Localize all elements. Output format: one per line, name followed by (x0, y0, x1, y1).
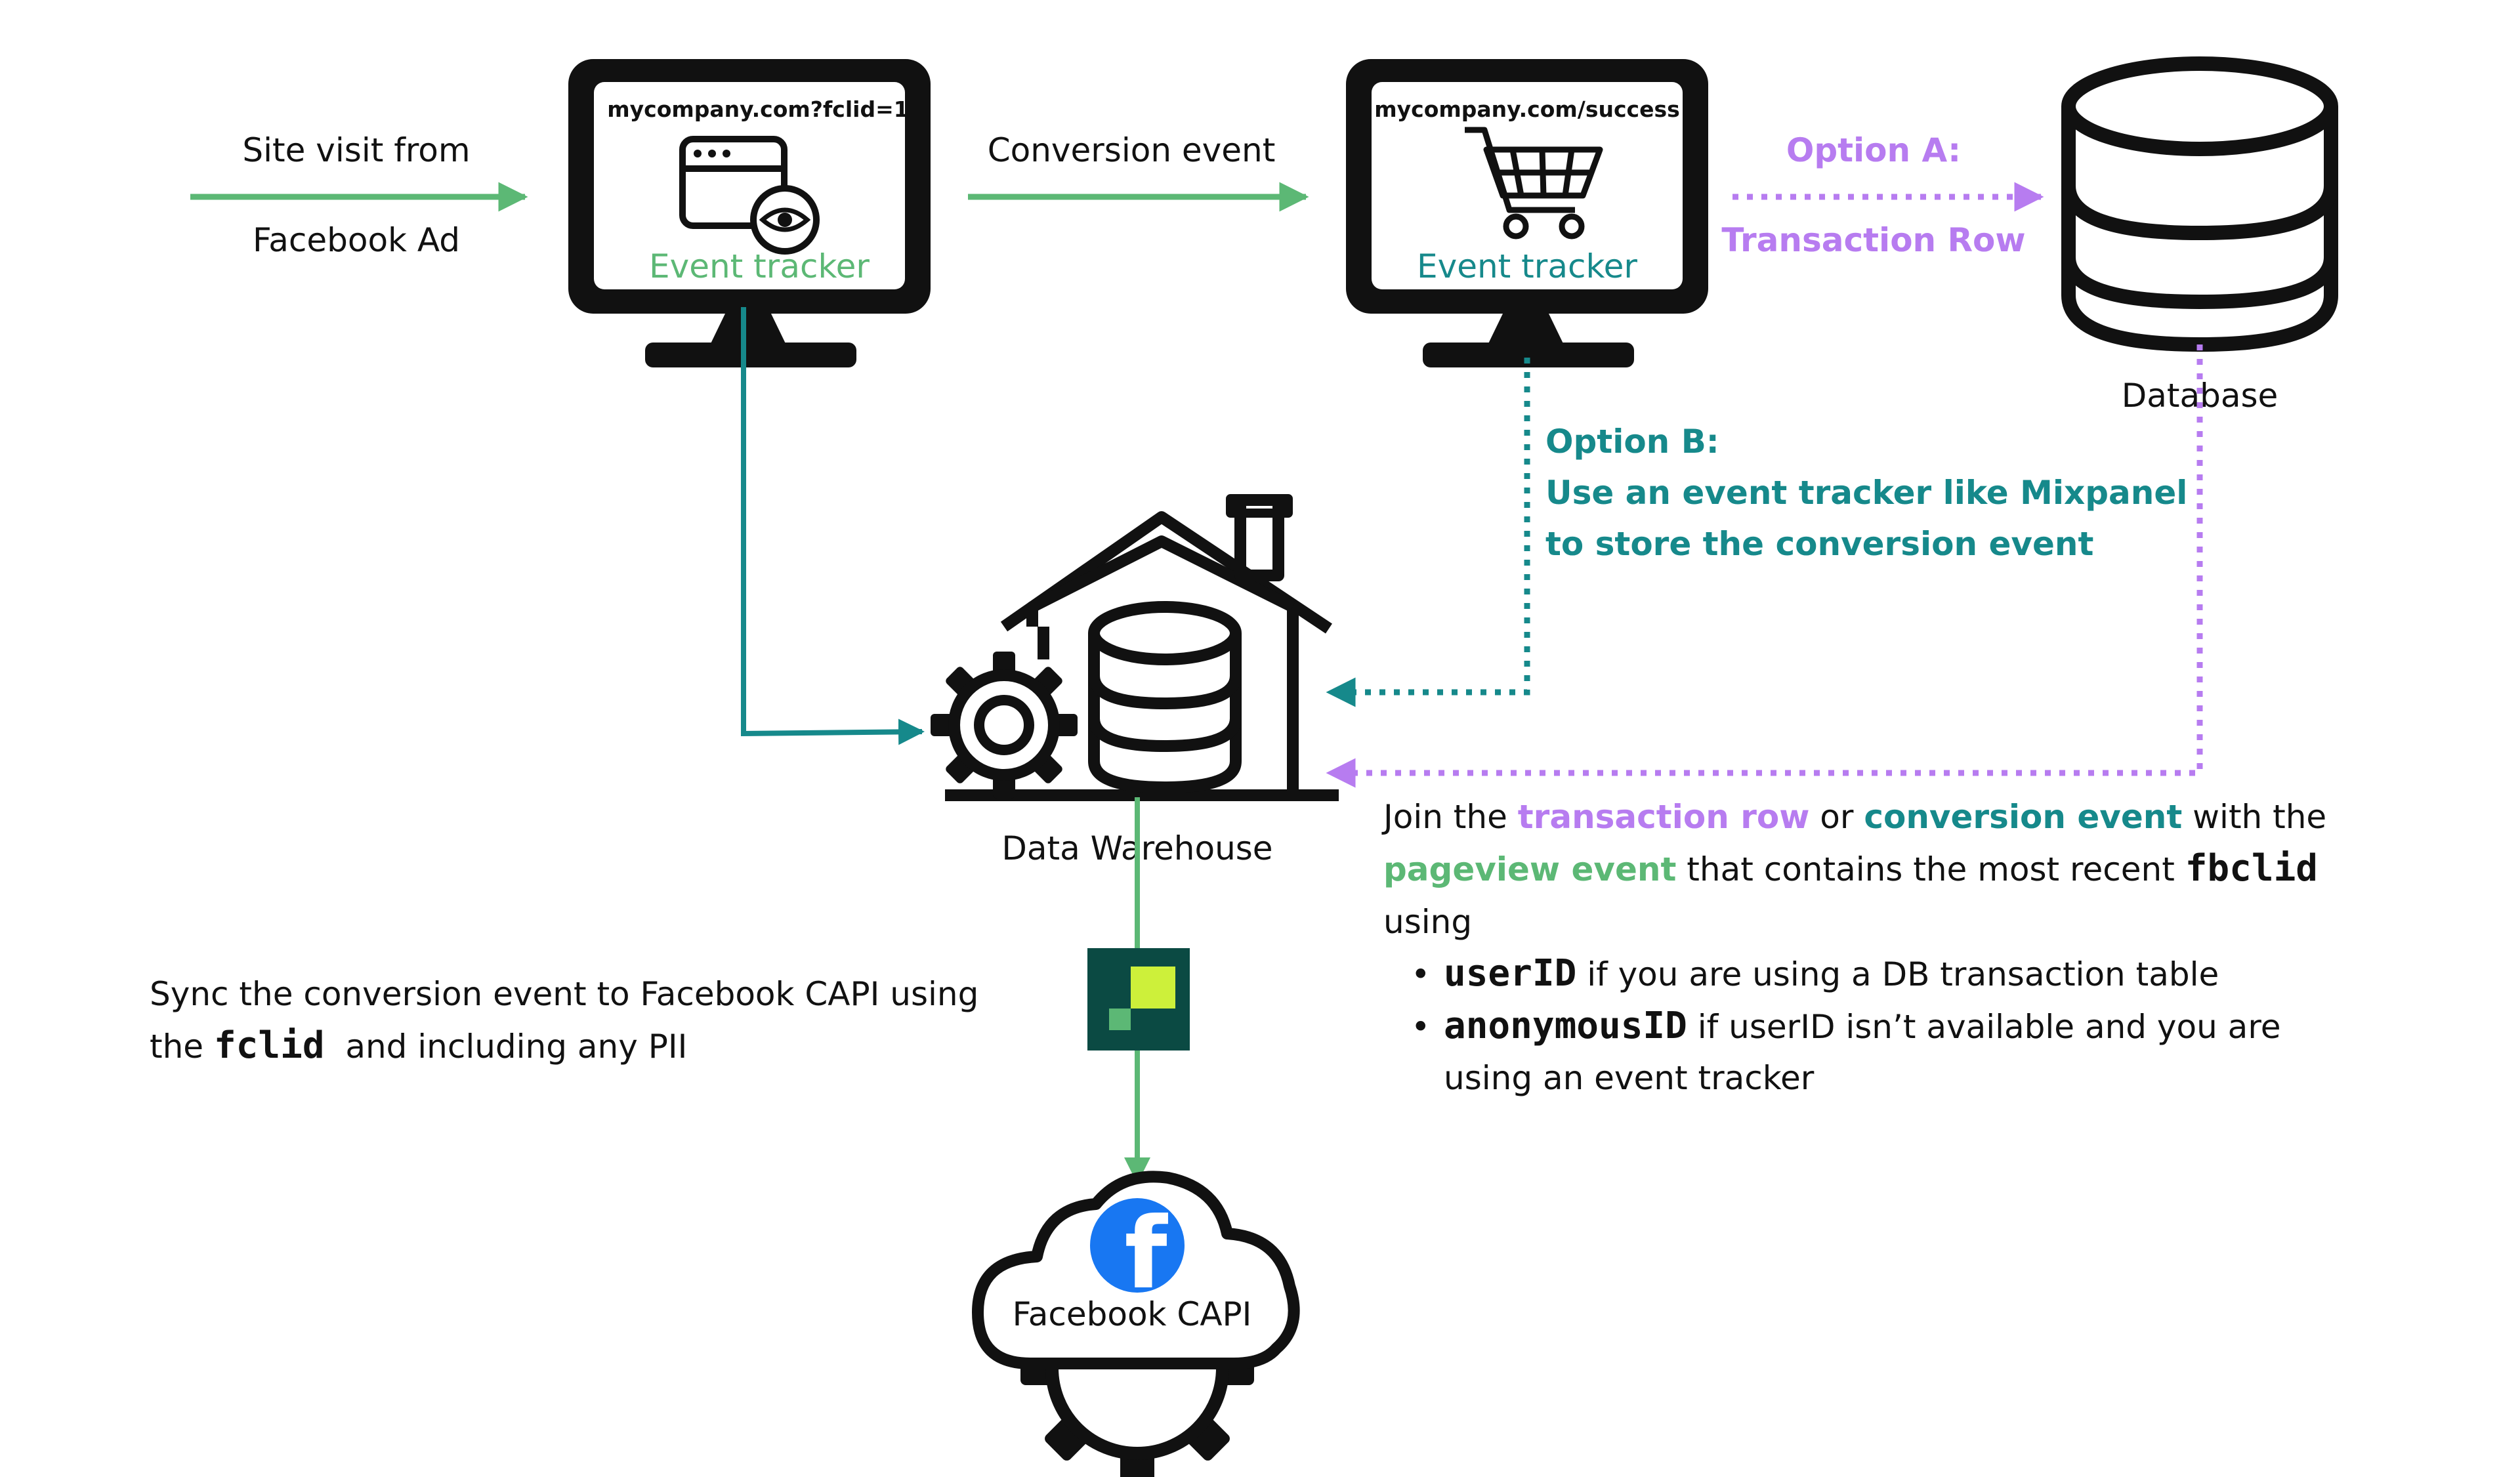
join-bullet2-cont: using an event tracker (1444, 1059, 1815, 1097)
conversion-event-label: Conversion event (988, 131, 1276, 169)
join-line2: pageview event that contains the most re… (1383, 847, 2318, 890)
database-icon (2061, 56, 2338, 352)
site-visit-label-line2: Facebook Ad (253, 221, 460, 259)
sync-line2: the fclid and including any PII (150, 1024, 687, 1067)
hightouch-logo (1087, 948, 1190, 1051)
database-label: Database (2122, 377, 2278, 415)
pageview-connector (741, 307, 925, 745)
monitor-right-caption: Event tracker (1417, 247, 1637, 285)
option-b-line2: Use an event tracker like Mixpanel (1545, 474, 2187, 512)
shopping-cart-icon (1465, 127, 1603, 239)
facebook-capi-label: Facebook CAPI (1013, 1295, 1252, 1333)
facebook-icon: f (1090, 1197, 1185, 1311)
monitor-left-caption: Event tracker (649, 247, 870, 285)
option-b-connector (1326, 358, 1530, 707)
sync-line1: Sync the conversion event to Facebook CA… (150, 975, 978, 1013)
gear-icon (931, 652, 1078, 799)
option-a-line2: Transaction Row (1721, 221, 2025, 259)
option-a-line1: Option A: (1786, 131, 1961, 169)
join-bullet2-dot: • (1411, 1008, 1431, 1046)
join-bullet2: anonymousID if userID isn’t available an… (1444, 1005, 2281, 1047)
site-visit-label-line1: Site visit from (242, 131, 470, 169)
monitor-left-url: mycompany.com?fclid=1 (607, 96, 908, 122)
option-b-line1: Option B: (1545, 423, 1719, 461)
monitor-right-url: mycompany.com/success (1374, 96, 1680, 122)
monitor-right: mycompany.com/success Event tracker (1346, 59, 1708, 367)
join-bullet1-dot: • (1411, 955, 1431, 993)
join-line1: Join the transaction row or conversion e… (1381, 798, 2326, 836)
facebook-capi-cloud: f Facebook CAPI (972, 1171, 1300, 1477)
join-bullet1: userID if you are using a DB transaction… (1444, 952, 2219, 995)
browser-eye-icon (679, 136, 820, 255)
svg-text:f: f (1124, 1197, 1168, 1311)
monitor-left: mycompany.com?fclid=1 Event tracker (568, 59, 931, 367)
option-b-line3: to store the conversion event (1545, 525, 2093, 563)
join-line3: using (1383, 903, 1472, 941)
